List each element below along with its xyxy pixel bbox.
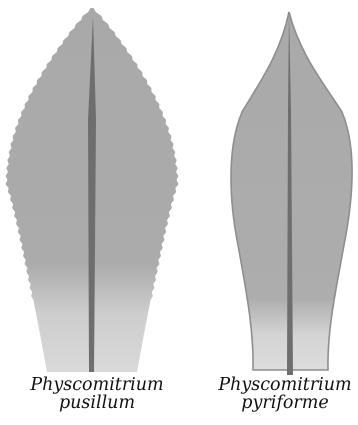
leaf-pusillum: [5, 8, 178, 372]
caption-pusillum: Physcomitrium pusillum: [12, 376, 182, 412]
caption-pyriforme-genus: Physcomitrium: [200, 376, 358, 394]
caption-pyriforme: Physcomitrium pyriforme: [200, 376, 358, 412]
caption-pyriforme-species: pyriforme: [200, 394, 358, 412]
caption-pusillum-genus: Physcomitrium: [12, 376, 182, 394]
leaf-pyriforme: [231, 12, 352, 375]
caption-pusillum-species: pusillum: [12, 394, 182, 412]
